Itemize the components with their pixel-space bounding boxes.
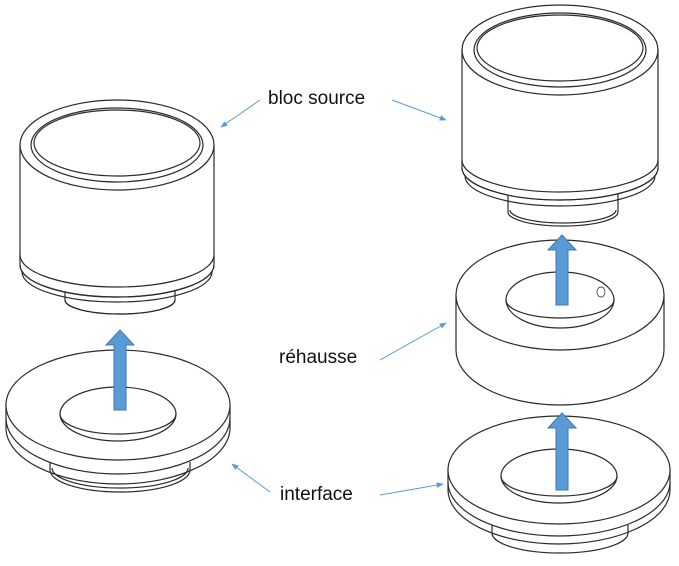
callout-rehausse <box>379 322 447 361</box>
callout-bloc-source-left <box>220 99 261 128</box>
label-interface: interface <box>280 484 353 505</box>
label-rehausse: réhausse <box>279 347 358 368</box>
callout-bloc-source-right <box>391 99 447 121</box>
right-upper-insert-arrow <box>546 234 578 306</box>
left-insert-arrow <box>104 329 136 411</box>
callout-interface-left <box>231 463 271 493</box>
callout-interface-right <box>379 482 444 496</box>
right-lower-insert-arrow <box>546 412 578 491</box>
label-bloc-source: bloc source <box>268 88 366 109</box>
left-bloc-source <box>19 99 215 315</box>
right-bloc-source <box>461 4 659 227</box>
